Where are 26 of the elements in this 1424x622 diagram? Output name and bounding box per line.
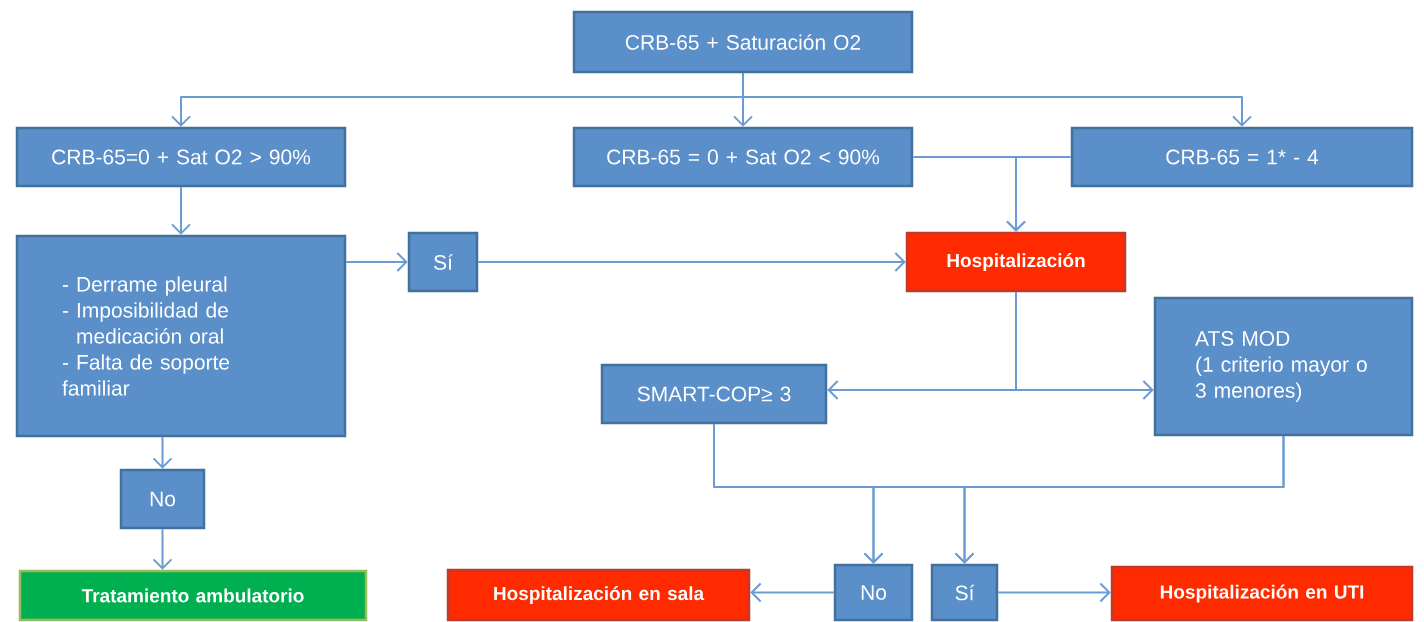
arrow <box>477 252 906 272</box>
process-box: - Derrame pleural - Imposibilidad de medicación oral - Falta de soporte familiar <box>15 234 347 438</box>
process-box: Sí <box>930 563 999 622</box>
arrow <box>345 252 408 272</box>
arrow <box>152 436 173 469</box>
arrow <box>742 72 1252 127</box>
process-box: ATS MOD (1 criterio mayor o 3 menores) <box>1153 296 1414 437</box>
process-box: SMART-COP≥ 3 <box>600 363 828 425</box>
arrow <box>1006 156 1072 232</box>
process-box: CRB-65 = 0 + Sat O2 < 90% <box>572 126 914 188</box>
arrow <box>954 435 1285 564</box>
process-box: No <box>833 563 914 622</box>
result-box: Hospitalización en sala <box>446 568 751 622</box>
process-box: CRB-65 + Saturación O2 <box>572 10 914 74</box>
arrow <box>997 582 1111 603</box>
result-box: Hospitalización en UTI <box>1110 565 1414 622</box>
process-box: CRB-65 = 1* - 4 <box>1070 126 1414 188</box>
arrow <box>152 528 173 570</box>
result-box: Hospitalización <box>905 231 1127 293</box>
process-box: CRB-65=0 + Sat O2 > 90% <box>15 126 347 188</box>
process-box: Sí <box>407 231 479 293</box>
arrow <box>750 582 835 603</box>
arrow <box>171 186 191 235</box>
arrow <box>1015 291 1154 400</box>
process-box: No <box>119 468 206 530</box>
result-box: Tratamiento ambulatorio <box>18 569 368 622</box>
